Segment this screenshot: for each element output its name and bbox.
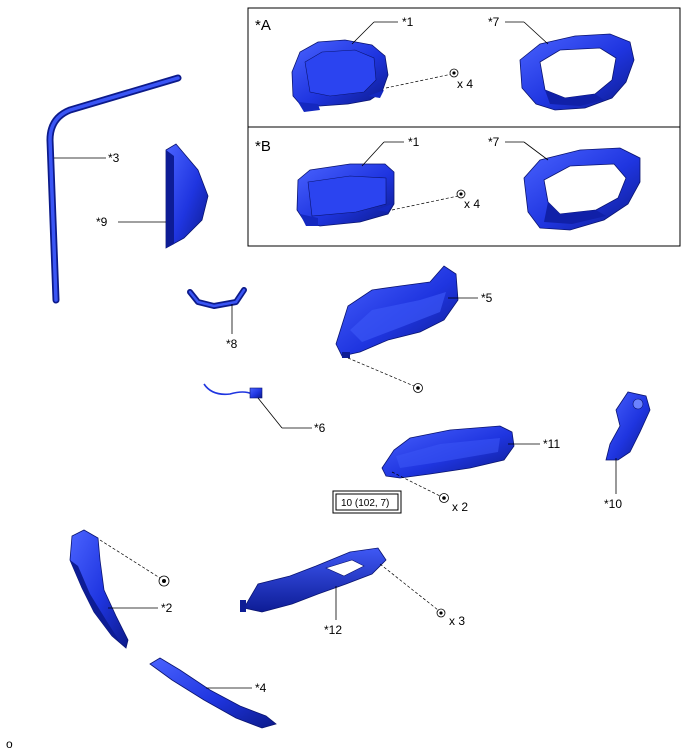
callout-5: *5 [481, 291, 493, 305]
leader-7b [523, 141, 549, 161]
callout-3: *3 [108, 151, 120, 165]
callout-2: *2 [161, 601, 173, 615]
meter-hood-b [523, 147, 641, 231]
pillar-trim-2 [69, 529, 129, 649]
leader-1b [361, 141, 385, 167]
dashed-screw-line-12 [379, 563, 439, 611]
qty-b: x 4 [464, 197, 480, 211]
lower-panel-11 [381, 425, 515, 479]
trim-10 [605, 391, 651, 461]
torque-spec: 10 (102, 7) [341, 498, 389, 509]
inset-label-b: *B [255, 138, 271, 155]
leader-6 [257, 397, 283, 429]
callout-7a: *7 [488, 15, 500, 29]
clip-2 [158, 575, 170, 587]
callout-6: *6 [314, 421, 326, 435]
inset-label-a: *A [255, 17, 271, 34]
callout-7b: *7 [488, 135, 500, 149]
torque-box [332, 490, 402, 514]
bracket-8 [187, 287, 247, 309]
inset-frame [247, 7, 681, 247]
dashed-screw-line-5 [347, 357, 415, 387]
callout-12: *12 [324, 623, 342, 637]
screw-5 [413, 383, 423, 393]
meter-assembly-a [291, 39, 389, 112]
leader-7a [523, 21, 549, 45]
qty-12: x 3 [449, 614, 465, 628]
lower-bracket-12 [240, 547, 387, 613]
screw-11 [439, 493, 449, 503]
dashed-screw-line-b [391, 195, 459, 211]
callout-1a: *1 [402, 15, 414, 29]
callout-10: *10 [604, 497, 622, 511]
qty-a: x 4 [457, 77, 473, 91]
qty-11: x 2 [452, 500, 468, 514]
screw-b [456, 189, 466, 199]
scuff-plate-4 [149, 657, 277, 729]
callout-8: *8 [226, 337, 238, 351]
lower-panel-5 [335, 265, 459, 358]
meter-hood-a [519, 33, 635, 111]
dashed-screw-line-2 [99, 539, 161, 579]
leader-1a [351, 21, 375, 45]
dashed-screw-line-11 [391, 471, 441, 497]
wire-harness-6 [203, 383, 263, 399]
callout-11: *11 [543, 437, 560, 451]
callout-4: *4 [255, 681, 267, 695]
dashed-screw-line-a [385, 73, 453, 89]
screw-12 [436, 608, 446, 618]
speaker-panel [165, 143, 209, 249]
callout-9: *9 [96, 215, 108, 229]
door-weatherstrip [46, 74, 182, 304]
screw-a [449, 68, 459, 78]
callout-1b: *1 [408, 135, 420, 149]
meter-assembly-b [296, 163, 395, 227]
footer-mark: o [6, 737, 13, 751]
